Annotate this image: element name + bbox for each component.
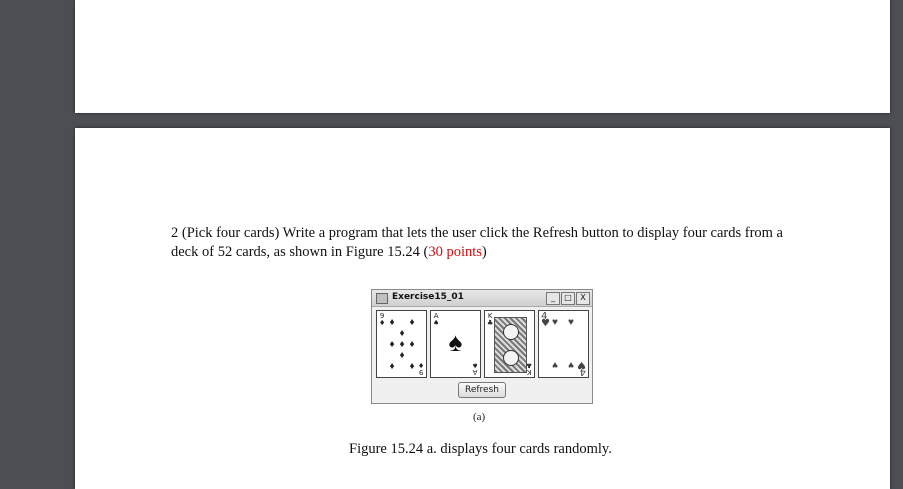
card-ace-of-spades: A ♠ ♠ A ♠ [430,310,481,378]
diamond-icon: ♦ [409,339,415,350]
card-rank: K [487,312,493,320]
card-king-of-clubs: K ♣ K ♣ [484,310,535,378]
card-suit: ♣ [487,319,494,327]
app-icon [376,293,388,304]
window-title: Exercise15_01 [392,292,464,302]
diamond-icon: ♦ [389,361,395,372]
card-suit: ♦ [379,319,386,327]
card-rank: 9 [379,312,385,320]
refresh-button[interactable]: Refresh [458,382,506,398]
paren-close: ) [481,244,487,260]
diamond-icon: ♦ [409,361,415,372]
figure-caption: Figure 15.24 a. displays four cards rand… [349,441,612,457]
king-face-icon [503,350,519,366]
card-corner-bottom: K ♣ [525,361,532,376]
maximize-icon: □ [561,292,575,305]
exercise-text: 2 (Pick four cards) Write a program that… [171,225,783,260]
card-nine-of-diamonds: 9 ♦ ♦♦ ♦ ♦♦♦ ♦ ♦♦ 9 ♦ [376,310,427,378]
card-suit: ♠ [433,319,440,327]
points-label: 30 points [428,244,482,260]
card-suit: ♦ [417,361,424,369]
heart-icon: ♥ [552,317,558,328]
pdf-page-current: 2 (Pick four cards) Write a program that… [75,128,890,489]
card-four-of-hearts: 4 ♥ ♥ ♥ ♥ ♥ 4 ♥ [538,310,589,378]
card-corner-top: A ♠ [433,313,439,327]
pdf-page-previous [75,0,890,113]
diamond-icon: ♦ [409,317,415,328]
card-rank: 9 [418,368,424,376]
diamond-icon: ♦ [389,339,395,350]
king-face-icon [503,324,519,340]
card-corner-top: K ♣ [487,313,493,327]
card-corner-bottom: A ♠ [471,361,478,376]
window-titlebar: Exercise15_01 _ □ X [372,290,592,307]
figure-sub-label: (a) [473,411,486,423]
diamond-icon: ♦ [399,328,405,339]
exercise-paragraph: 2 (Pick four cards) Write a program that… [171,224,811,262]
figure-window: Exercise15_01 _ □ X 9 ♦ ♦♦ ♦ ♦♦♦ ♦ ♦♦ [371,289,593,404]
card-suit: ♣ [525,361,532,369]
card-row: 9 ♦ ♦♦ ♦ ♦♦♦ ♦ ♦♦ 9 ♦ A [376,310,589,378]
king-face-art [494,317,527,373]
card-suit: ♥ [577,359,586,370]
card-corner-bottom: 9 ♦ [417,361,424,376]
diamond-icon: ♦ [399,350,405,361]
card-rank: A [472,368,478,376]
card-suit: ♠ [471,361,478,369]
card-corner-top: 9 ♦ [379,313,385,327]
close-icon: X [576,292,590,305]
spade-icon: ♠ [448,328,463,357]
card-pips: ♦♦ ♦ ♦♦♦ ♦ ♦♦ [387,317,417,372]
minimize-icon: _ [546,292,560,305]
window-controls: _ □ X [546,292,590,305]
card-suit: ♥ [541,318,550,329]
card-rank: K [526,368,532,376]
card-rank: A [433,312,439,320]
heart-icon: ♥ [568,317,574,328]
diamond-icon: ♦ [399,339,405,350]
heart-icon: ♥ [552,359,558,370]
diamond-icon: ♦ [389,317,395,328]
card-rank: 4 [541,311,548,322]
heart-icon: ♥ [568,359,574,370]
